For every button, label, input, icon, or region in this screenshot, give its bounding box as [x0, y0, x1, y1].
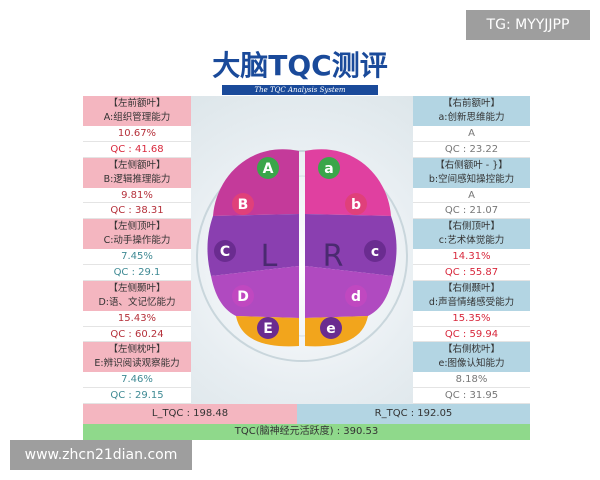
lobe-header: 【右侧颞叶】 d:声音情绪感受能力 [413, 280, 530, 311]
right-hemisphere-list: 【右前额叶】 a:创新思维能力 A QC : 23.22【右侧额叶 - }】 b:空… [413, 96, 530, 404]
region-label: b [351, 197, 361, 213]
lobe-name: 【左侧顶叶】 [108, 221, 166, 233]
percent-value: A [413, 126, 530, 142]
ability-name: E:辨识阅读观察能力 [94, 358, 180, 370]
lobe-header: 【左侧枕叶】 E:辨识阅读观察能力 [83, 342, 191, 373]
qc-value: QC : 31.95 [413, 388, 530, 404]
lobe-block: 【右侧额叶 - }】 b:空间感知操控能力 A QC : 21.07 [413, 157, 530, 220]
lobe-name: 【左前额叶】 [108, 98, 166, 109]
percent-value: 7.46% [83, 372, 191, 389]
qc-value: QC : 29.15 [83, 388, 191, 404]
lobe-block: 【左侧顶叶】 C:动手操作能力 7.45% QC : 29.1 [83, 219, 191, 281]
lobe-header: 【左前额叶】 A:组织管理能力 [83, 96, 191, 126]
left-label: L [261, 239, 278, 274]
region-label: A [263, 161, 274, 177]
qc-value: QC : 55.87 [413, 264, 530, 281]
qc-value: QC : 60.24 [83, 326, 191, 343]
brain-illustration: A B C D E a b c d e L R [191, 96, 413, 404]
region-label: C [220, 244, 230, 260]
percent-value: 7.45% [83, 249, 191, 265]
lobe-block: 【右侧枕叶】 e:图像认知能力 8.18% QC : 31.95 [413, 342, 530, 404]
percent-value: 14.31% [413, 249, 530, 265]
lobe-block: 【右侧顶叶】 c:艺术体觉能力 14.31% QC : 55.87 [413, 219, 530, 281]
r-tqc-total: R_TQC : 192.05 [297, 404, 530, 424]
ability-name: C:动手操作能力 [103, 235, 171, 247]
ability-name: D:语、文记忆能力 [98, 296, 176, 308]
lobe-header: 【左侧额叶】 B:逻辑推理能力 [83, 157, 191, 188]
qc-value: QC : 21.07 [413, 203, 530, 220]
percent-value: 15.35% [413, 310, 530, 327]
region-label: a [324, 161, 333, 177]
ability-name: e:图像认知能力 [438, 358, 505, 370]
lobe-name: 【右侧枕叶】 [442, 344, 500, 356]
ability-name: b:空间感知操控能力 [428, 173, 515, 185]
lobe-block: 【左侧颞叶】 D:语、文记忆能力 15.43% QC : 60.24 [83, 280, 191, 343]
percent-value: 9.81% [83, 187, 191, 204]
ability-name: a:创新思维能力 [438, 112, 505, 123]
right-label: R [323, 239, 344, 274]
lobe-header: 【右前额叶】 a:创新思维能力 [413, 96, 530, 126]
lobe-block: 【左侧额叶】 B:逻辑推理能力 9.81% QC : 38.31 [83, 157, 191, 220]
lobe-block: 【左侧枕叶】 E:辨识阅读观察能力 7.46% QC : 29.15 [83, 342, 191, 404]
percent-value: 15.43% [83, 310, 191, 327]
percent-value: 10.67% [83, 126, 191, 142]
lobe-header: 【左侧颞叶】 D:语、文记忆能力 [83, 280, 191, 311]
qc-value: QC : 23.22 [413, 141, 530, 158]
lobe-name: 【左侧颞叶】 [108, 282, 166, 294]
lobe-header: 【右侧顶叶】 c:艺术体觉能力 [413, 219, 530, 250]
lobe-name: 【右侧颞叶】 [442, 282, 500, 294]
qc-value: QC : 41.68 [83, 141, 191, 158]
left-hemisphere-list: 【左前额叶】 A:组织管理能力 10.67% QC : 41.68【左侧额叶】 B:… [83, 96, 191, 404]
page-title: 大脑TQC测评 [212, 49, 388, 82]
watermark-top: TG: MYYJJPP [466, 10, 590, 40]
tqc-total: TQC(脑神经元活跃度) : 390.53 [83, 424, 530, 440]
watermark-bottom: www.zhcn21dian.com [10, 440, 192, 470]
page-subtitle: The TQC Analysis System [222, 85, 378, 95]
ability-name: c:艺术体觉能力 [438, 235, 505, 247]
region-label: d [351, 289, 361, 305]
lobe-name: 【右侧额叶 - }】 [435, 159, 508, 171]
percent-value: 8.18% [413, 372, 530, 389]
lobe-block: 【右前额叶】 a:创新思维能力 A QC : 23.22 [413, 96, 530, 158]
region-label: c [371, 244, 379, 260]
lobe-name: 【右前额叶】 [442, 98, 500, 109]
l-tqc-total: L_TQC : 198.48 [83, 404, 297, 424]
region-label: E [263, 321, 273, 337]
lobe-name: 【左侧枕叶】 [108, 344, 166, 356]
lobe-block: 【右侧颞叶】 d:声音情绪感受能力 15.35% QC : 59.94 [413, 280, 530, 343]
qc-value: QC : 59.94 [413, 326, 530, 343]
lobe-name: 【左侧额叶】 [108, 159, 166, 171]
region-label: D [237, 289, 249, 305]
lobe-block: 【左前额叶】 A:组织管理能力 10.67% QC : 41.68 [83, 96, 191, 158]
lobe-header: 【右侧枕叶】 e:图像认知能力 [413, 342, 530, 373]
lobe-header: 【右侧额叶 - }】 b:空间感知操控能力 [413, 157, 530, 188]
qc-value: QC : 29.1 [83, 264, 191, 281]
lobe-header: 【左侧顶叶】 C:动手操作能力 [83, 219, 191, 250]
ability-name: B:逻辑推理能力 [103, 173, 171, 185]
lobe-name: 【右侧顶叶】 [442, 221, 500, 233]
ability-name: A:组织管理能力 [103, 112, 171, 123]
region-label: e [326, 321, 336, 337]
percent-value: A [413, 187, 530, 204]
ability-name: d:声音情绪感受能力 [428, 296, 515, 308]
region-label: B [238, 197, 249, 213]
qc-value: QC : 38.31 [83, 203, 191, 220]
